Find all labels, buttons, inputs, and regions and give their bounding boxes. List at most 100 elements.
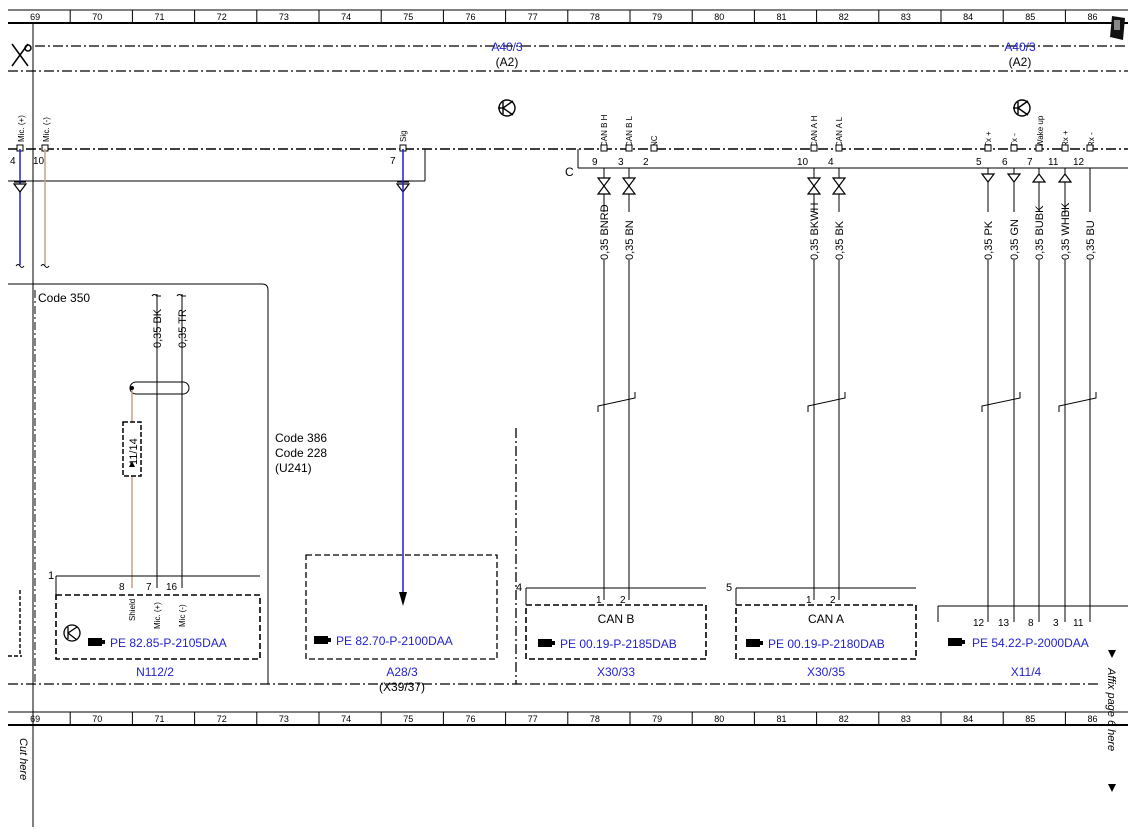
a40-name-1[interactable]: A40/3 xyxy=(491,40,523,54)
pin-label-rxm: Rx - xyxy=(1087,132,1096,147)
pin-socket xyxy=(600,144,608,152)
x30-33-bus: CAN B xyxy=(598,612,635,626)
grid-column-number: 72 xyxy=(217,714,227,724)
grid-column-number: 84 xyxy=(963,714,973,724)
grid-column-number: 71 xyxy=(154,12,164,22)
code-386-label: Code 386 xyxy=(275,431,327,445)
pin-num-7: 7 xyxy=(390,156,396,167)
pin-socket xyxy=(835,144,843,152)
x11-4-pin-8: 8 xyxy=(1028,618,1034,629)
n112-pin-7: 7 xyxy=(146,582,152,593)
x11-4-bracket[interactable] xyxy=(937,605,1128,622)
n112-pin-label-shield: Shield xyxy=(128,599,137,621)
affix-arrow-top-icon xyxy=(1108,650,1116,658)
pin-label-mic-plus: Mic. (+) xyxy=(17,115,26,142)
pin-socket xyxy=(650,144,658,152)
shield-splice-dot xyxy=(130,386,134,390)
pin-num-9: 9 xyxy=(592,157,598,168)
a28-ref-link[interactable]: PE 82.70-P-2100DAA xyxy=(336,634,453,648)
pin-num-3: 3 xyxy=(618,157,624,168)
pin-num-6: 6 xyxy=(1002,157,1008,168)
grid-column-number: 84 xyxy=(963,12,973,22)
cut-here-note: Cut here xyxy=(17,738,29,780)
a40-name-2[interactable]: A40/3 xyxy=(1004,40,1036,54)
ground-symbol-icon-2 xyxy=(1013,99,1031,117)
ground-symbol-icon xyxy=(498,99,516,117)
a40-right-connector xyxy=(577,149,1128,169)
page-corner-tab-icon xyxy=(1110,16,1125,40)
bidir-marker-down xyxy=(806,177,822,187)
a40-sub-1: (A2) xyxy=(496,55,519,69)
pin-num-10: 10 xyxy=(33,156,45,167)
x11-4-ref-link[interactable]: PE 54.22-P-2000DAA xyxy=(972,636,1089,650)
grid-column-number: 81 xyxy=(776,714,786,724)
pin-num-5: 5 xyxy=(976,157,982,168)
bidir-marker-up xyxy=(596,185,612,195)
grid-column-number: 76 xyxy=(465,12,475,22)
grid-column-number: 74 xyxy=(341,12,351,22)
x11-4-name[interactable]: X11/4 xyxy=(1011,665,1042,679)
pin-num-4: 4 xyxy=(10,156,16,167)
x30-33-name[interactable]: X30/33 xyxy=(597,665,635,679)
affix-page-note: Affix page 6 here xyxy=(1105,667,1117,751)
grid-column-number: 82 xyxy=(839,714,849,724)
wire-break-markers xyxy=(15,264,50,268)
left-partial-component xyxy=(8,590,22,657)
bidir-marker-down xyxy=(596,177,612,187)
a28-box[interactable] xyxy=(305,554,498,660)
grid-column-number: 78 xyxy=(590,12,600,22)
dir-marker-down xyxy=(980,173,996,183)
grid-column-number: 74 xyxy=(341,714,351,724)
x30-35-box-num: 5 xyxy=(726,582,732,594)
grid-column-number: 85 xyxy=(1025,12,1035,22)
code-350-label: Code 350 xyxy=(38,291,90,305)
x30-35-pin-2: 2 xyxy=(830,595,836,606)
x30-33-box[interactable] xyxy=(525,587,707,660)
bottom-boundary xyxy=(8,428,1100,685)
grid-column-number: 76 xyxy=(465,714,475,724)
pin-label-wake: Wake up xyxy=(1036,115,1045,147)
grid-column-number: 80 xyxy=(714,714,724,724)
a28-name[interactable]: A28/3 xyxy=(386,665,418,679)
grid-column-number: 75 xyxy=(403,714,413,724)
dir-marker-up xyxy=(1057,173,1073,183)
a40-band xyxy=(8,45,1128,72)
n112-box[interactable] xyxy=(55,575,261,660)
pin-socket xyxy=(625,144,633,152)
bidir-marker-down xyxy=(831,177,847,187)
pin-label-txp: Tx + xyxy=(984,131,993,147)
wire-color-label: 0,35 PK xyxy=(983,220,995,260)
x30-35-box[interactable] xyxy=(735,587,917,660)
pin-socket xyxy=(1086,144,1094,152)
pin-label-txm: Tx - xyxy=(1010,133,1019,147)
x11-4-pin-12: 12 xyxy=(973,618,985,629)
grid-column-number: 69 xyxy=(30,714,40,724)
wire-color-label: 0,35 BN xyxy=(624,220,636,260)
wire-color-label: 0,35 BUBK xyxy=(1034,205,1046,260)
pin-socket xyxy=(1061,144,1069,152)
x30-35-ref-link[interactable]: PE 00.19-P-2180DAB xyxy=(768,637,885,651)
fuse-box[interactable]: 11/14 xyxy=(122,421,142,477)
wire-color-label: 0,35 WHBK xyxy=(1060,202,1072,260)
n112-ref-link[interactable]: PE 82.85-P-2105DAA xyxy=(110,636,227,650)
wire-color-label: 0,35 BU xyxy=(1085,220,1097,260)
a28-sub: (X39/37) xyxy=(379,680,425,694)
n112-pin-label-micp: Mic. (+) xyxy=(153,602,162,629)
x30-33-ref-link[interactable]: PE 00.19-P-2185DAB xyxy=(560,637,677,651)
pin-socket xyxy=(984,144,992,152)
x30-35-bus: CAN A xyxy=(808,612,844,626)
pin-label-canah: CAN A H xyxy=(810,115,819,147)
a40-right-pins: CAN B H 9 CAN B L 3 NC 2 CAN A H 10 CAN … xyxy=(592,114,1096,168)
twisted-pair-marker xyxy=(597,392,636,412)
x30-35-name[interactable]: X30/35 xyxy=(807,665,845,679)
n112-pin-8: 8 xyxy=(119,582,125,593)
n112-name[interactable]: N112/2 xyxy=(136,665,174,679)
wire-label-n112-2: 0,35 TR xyxy=(177,309,189,348)
grid-column-number: 79 xyxy=(652,12,662,22)
wire-signal-arrow xyxy=(399,592,407,606)
wire-label-n112-1: 0,35 BK xyxy=(152,308,164,348)
reference-hand-icon-a28 xyxy=(314,636,331,644)
pin-num-12: 12 xyxy=(1073,157,1085,168)
